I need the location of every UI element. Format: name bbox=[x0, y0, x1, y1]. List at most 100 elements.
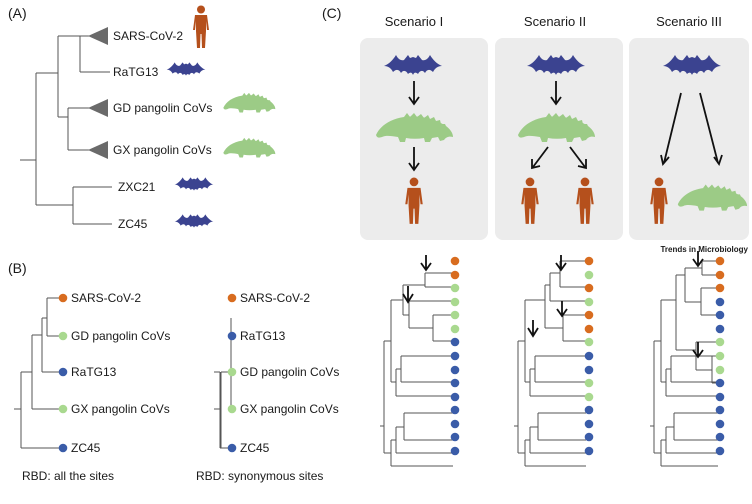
orange-dot bbox=[450, 270, 460, 280]
blue-dot bbox=[584, 419, 594, 429]
blue-dot bbox=[584, 351, 594, 361]
node-arrow bbox=[692, 251, 704, 268]
panel-b-left-tree bbox=[14, 297, 62, 449]
taxon-label: GX pangolin CoVs bbox=[113, 143, 212, 157]
node-arrow bbox=[555, 255, 567, 272]
blue-dot bbox=[450, 419, 460, 429]
panel-b-label: (B) bbox=[8, 260, 27, 276]
green-dot bbox=[584, 378, 594, 388]
green-dot bbox=[450, 310, 460, 320]
collapsed-clade-triangle bbox=[88, 141, 108, 159]
panel-a-tree bbox=[20, 27, 112, 225]
pangolin-icon bbox=[223, 92, 276, 113]
taxon-label: RaTG13 bbox=[240, 329, 286, 343]
blue-dot bbox=[715, 310, 725, 320]
taxon-label: GX pangolin CoVs bbox=[71, 402, 170, 416]
taxon-label: GD pangolin CoVs bbox=[71, 329, 170, 343]
taxon-label: SARS-CoV-2 bbox=[71, 291, 141, 305]
blue-dot bbox=[450, 392, 460, 402]
orange-dot bbox=[584, 256, 594, 266]
human-icon bbox=[193, 5, 209, 48]
green-dot bbox=[584, 392, 594, 402]
caption-left: RBD: all the sites bbox=[22, 469, 114, 483]
green-dot bbox=[58, 331, 68, 341]
blue-dot bbox=[450, 432, 460, 442]
blue-dot bbox=[450, 351, 460, 361]
transmission-arrow bbox=[408, 147, 420, 172]
scenario-2-tree bbox=[514, 260, 586, 467]
taxon-label: SARS-CoV-2 bbox=[240, 291, 310, 305]
panel-b-right-branches bbox=[214, 371, 228, 449]
transmission-arrow bbox=[699, 92, 723, 166]
blue-dot bbox=[715, 419, 725, 429]
transmission-arrow bbox=[550, 81, 562, 106]
blue-dot bbox=[227, 331, 237, 341]
scenario-title: Scenario I bbox=[385, 14, 444, 29]
scenario-1-tree bbox=[380, 272, 453, 467]
orange-dot bbox=[58, 293, 68, 303]
orange-dot bbox=[450, 256, 460, 266]
green-dot bbox=[715, 365, 725, 375]
taxon-label: ZC45 bbox=[71, 441, 101, 455]
blue-dot bbox=[58, 443, 68, 453]
scenario-3-tree bbox=[650, 260, 718, 467]
scenario-title: Scenario II bbox=[524, 14, 586, 29]
green-dot bbox=[715, 337, 725, 347]
caption-right: RBD: synonymous sites bbox=[196, 469, 323, 483]
blue-dot bbox=[715, 446, 725, 456]
taxon-label: GD pangolin CoVs bbox=[113, 101, 212, 115]
green-dot bbox=[584, 270, 594, 280]
taxon-label: ZC45 bbox=[240, 441, 270, 455]
panel-a-label: (A) bbox=[8, 5, 27, 21]
green-dot bbox=[58, 404, 68, 414]
blue-dot bbox=[584, 405, 594, 415]
transmission-arrow bbox=[569, 146, 587, 170]
orange-dot bbox=[584, 324, 594, 334]
transmission-arrow bbox=[531, 146, 549, 170]
blue-dot bbox=[450, 378, 460, 388]
transmission-arrow bbox=[660, 92, 682, 166]
taxon-label: RaTG13 bbox=[71, 365, 117, 379]
blue-dot bbox=[715, 297, 725, 307]
taxon-label: ZC45 bbox=[118, 217, 148, 231]
blue-dot bbox=[450, 337, 460, 347]
credit-label: Trends in Microbiology bbox=[660, 245, 748, 254]
green-dot bbox=[450, 297, 460, 307]
green-dot bbox=[227, 404, 237, 414]
node-arrow bbox=[692, 342, 704, 359]
orange-dot bbox=[227, 293, 237, 303]
node-arrow bbox=[556, 301, 568, 318]
collapsed-clade-triangle bbox=[88, 27, 108, 45]
taxon-label: SARS-CoV-2 bbox=[113, 29, 183, 43]
green-dot bbox=[584, 337, 594, 347]
blue-dot bbox=[450, 365, 460, 375]
transmission-arrow bbox=[408, 81, 420, 106]
orange-dot bbox=[715, 283, 725, 293]
blue-dot bbox=[715, 324, 725, 334]
scenario-title: Scenario III bbox=[656, 14, 722, 29]
blue-dot bbox=[58, 367, 68, 377]
taxon-label: ZXC21 bbox=[118, 180, 156, 194]
blue-dot bbox=[584, 365, 594, 375]
green-dot bbox=[227, 367, 237, 377]
bat-icon bbox=[166, 62, 206, 76]
node-arrow bbox=[527, 320, 539, 338]
blue-dot bbox=[715, 432, 725, 442]
blue-dot bbox=[584, 432, 594, 442]
bat-icon bbox=[174, 177, 214, 191]
blue-dot bbox=[450, 405, 460, 415]
taxon-label: RaTG13 bbox=[113, 65, 159, 79]
taxon-label: GD pangolin CoVs bbox=[240, 365, 339, 379]
blue-dot bbox=[715, 378, 725, 388]
blue-dot bbox=[584, 446, 594, 456]
orange-dot bbox=[715, 256, 725, 266]
green-dot bbox=[715, 351, 725, 361]
pangolin-icon bbox=[223, 137, 276, 158]
orange-dot bbox=[584, 310, 594, 320]
scenario-box bbox=[360, 38, 488, 240]
green-dot bbox=[450, 324, 460, 334]
blue-dot bbox=[227, 443, 237, 453]
green-dot bbox=[450, 283, 460, 293]
node-arrow bbox=[402, 286, 414, 304]
